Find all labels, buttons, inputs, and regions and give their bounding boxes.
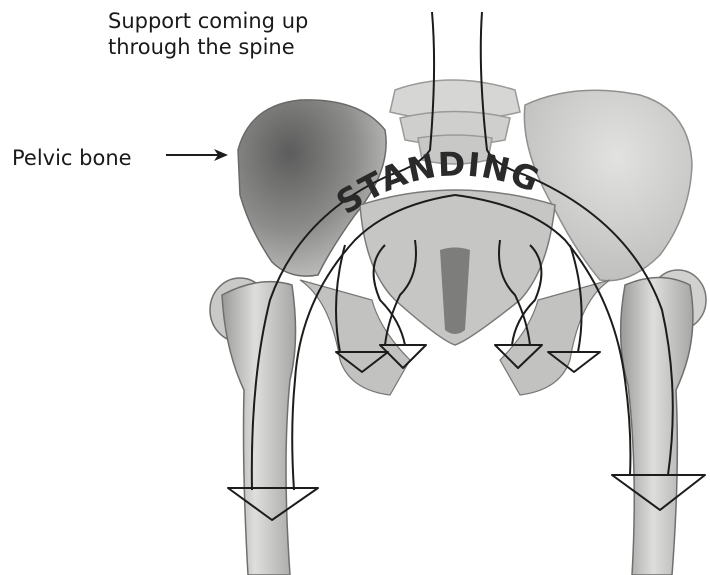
spine-support-line-1: Support coming up xyxy=(108,8,378,34)
spine-support-line-2: through the spine xyxy=(108,34,378,60)
spine-support-label: Support coming up through the spine xyxy=(108,8,378,60)
pointer-arrow-icon xyxy=(166,149,228,161)
right-femur xyxy=(621,278,693,575)
right-ilium xyxy=(524,90,692,280)
left-femur xyxy=(222,282,296,575)
pelvic-bone-label: Pelvic bone xyxy=(12,145,132,171)
